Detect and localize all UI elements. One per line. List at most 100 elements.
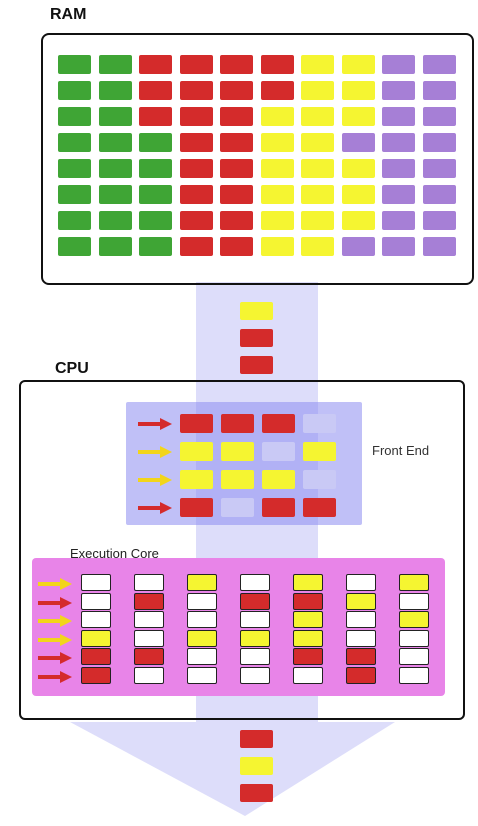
cpu-label: CPU <box>55 360 89 377</box>
execution-slot <box>346 666 376 684</box>
ram-cell <box>260 55 294 74</box>
ram-cell <box>220 55 253 74</box>
execution-slot <box>134 648 164 665</box>
front-end-slot <box>262 442 295 461</box>
execution-slot <box>240 648 270 665</box>
ram-cell <box>58 185 91 204</box>
ram-cell <box>382 211 415 230</box>
front-end-slot <box>303 470 336 489</box>
ram-cell <box>260 81 294 100</box>
execution-slot <box>81 629 111 647</box>
ram-cell <box>301 55 334 74</box>
execution-slot <box>293 629 323 647</box>
ram-cell <box>179 133 213 152</box>
ram-cell <box>260 185 294 204</box>
ram-cell <box>341 81 375 100</box>
ram-cell <box>179 185 213 204</box>
ram-cell <box>341 55 375 74</box>
ram-cell <box>139 107 172 126</box>
front-end-slot <box>180 498 213 517</box>
ram-cell <box>179 237 213 256</box>
ram-cell <box>139 159 172 178</box>
ram-cell <box>220 107 253 126</box>
front-end-slot <box>180 414 213 433</box>
ram-cell <box>139 237 172 256</box>
ram-cell <box>301 237 334 256</box>
execution-slot <box>346 648 376 665</box>
front-end-slot <box>221 498 254 517</box>
front-end-slot <box>303 414 336 433</box>
ram-cell <box>260 237 294 256</box>
execution-slot <box>134 666 164 684</box>
ram-cell <box>58 159 91 178</box>
ram-cell <box>179 211 213 230</box>
ram-cell <box>341 133 375 152</box>
ram-cell <box>98 211 132 230</box>
execution-core-label: Execution Core <box>70 546 159 561</box>
execution-slot <box>240 592 270 610</box>
execution-slot <box>346 611 376 628</box>
ram-cell <box>220 159 253 178</box>
ram-cell <box>58 211 91 230</box>
execution-slot <box>81 574 111 591</box>
execution-slot <box>399 629 429 647</box>
execution-slot <box>81 648 111 665</box>
execution-slot <box>187 648 217 665</box>
ram-cell <box>260 211 294 230</box>
execution-slot <box>134 629 164 647</box>
ram-cell <box>179 107 213 126</box>
ram-cell <box>139 81 172 100</box>
ram-cell <box>98 237 132 256</box>
front-end-arrow <box>138 474 172 486</box>
execution-slot <box>346 629 376 647</box>
ram-cell <box>58 237 91 256</box>
ram-cell <box>301 185 334 204</box>
ram-cell <box>382 81 415 100</box>
outgoing-result <box>240 784 273 802</box>
execution-arrow <box>38 633 72 646</box>
ram-cell <box>139 55 172 74</box>
ram-cell <box>98 107 132 126</box>
execution-slot <box>240 611 270 628</box>
front-end-slot <box>221 470 254 489</box>
ram-cell <box>98 185 132 204</box>
front-end-arrow <box>138 418 172 430</box>
incoming-instruction <box>240 329 273 347</box>
execution-slot <box>187 574 217 591</box>
execution-slot <box>399 611 429 628</box>
ram-cell <box>422 159 456 178</box>
ram-cell <box>341 107 375 126</box>
cpu-panel <box>19 380 465 720</box>
ram-cell <box>260 107 294 126</box>
ram-cell <box>220 81 253 100</box>
execution-slot <box>399 648 429 665</box>
ram-cell <box>98 55 132 74</box>
front-end-slot <box>221 414 254 433</box>
outgoing-result <box>240 730 273 748</box>
ram-cell <box>98 81 132 100</box>
ram-cell <box>260 159 294 178</box>
ram-cell <box>301 107 334 126</box>
ram-cell <box>139 185 172 204</box>
execution-slot <box>293 611 323 628</box>
ram-cell <box>382 133 415 152</box>
execution-slot <box>399 574 429 591</box>
execution-arrow <box>38 615 72 627</box>
ram-cell <box>220 185 253 204</box>
execution-slot <box>293 574 323 591</box>
execution-arrow <box>38 578 72 590</box>
ram-cell <box>422 237 456 256</box>
ram-cell <box>98 133 132 152</box>
ram-cell <box>260 133 294 152</box>
ram-cell <box>382 159 415 178</box>
ram-cell <box>58 107 91 126</box>
execution-slot <box>240 574 270 591</box>
front-end-arrow <box>138 502 172 514</box>
ram-cell <box>422 81 456 100</box>
ram-cell <box>422 211 456 230</box>
execution-slot <box>134 592 164 610</box>
ram-cell <box>98 159 132 178</box>
ram-cell <box>422 133 456 152</box>
ram-cell <box>58 133 91 152</box>
